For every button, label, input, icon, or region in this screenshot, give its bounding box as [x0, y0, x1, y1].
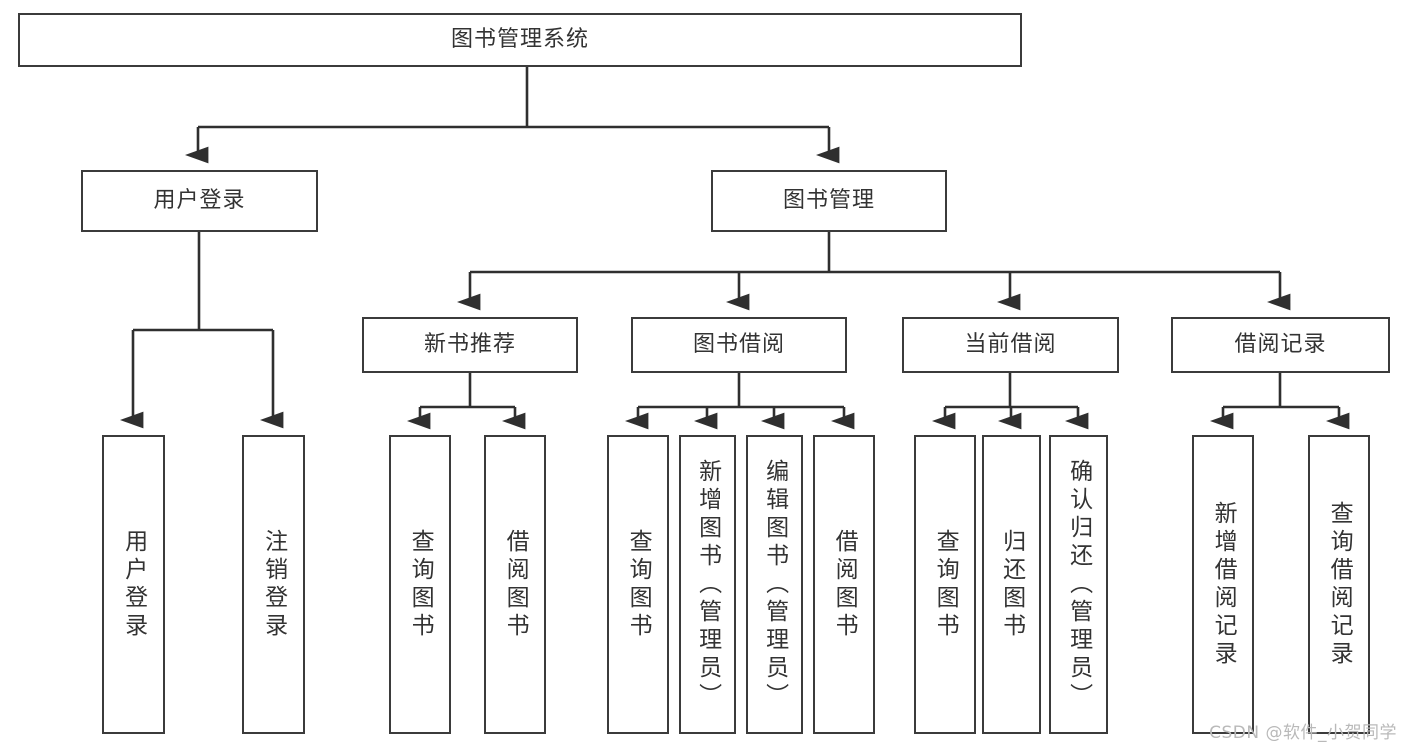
leaf-user-login-label: 用户登录: [120, 528, 147, 641]
node-book-manage[interactable]: 图书管理: [711, 170, 947, 232]
leaf-edit-book[interactable]: 编辑图书（管理员）: [746, 435, 803, 734]
node-borrow-record[interactable]: 借阅记录: [1171, 317, 1390, 373]
leaf-query-record-label: 查询借阅记录: [1326, 500, 1353, 669]
leaf-edit-book-label: 编辑图书（管理员）: [761, 458, 788, 711]
leaf-return-book-label: 归还图书: [998, 528, 1025, 641]
leaf-query-book-1-label: 查询图书: [407, 528, 434, 641]
leaf-user-logout[interactable]: 注销登录: [242, 435, 305, 734]
leaf-query-book-2[interactable]: 查询图书: [607, 435, 669, 734]
leaf-borrow-book-1[interactable]: 借阅图书: [484, 435, 546, 734]
leaf-query-book-3-label: 查询图书: [932, 528, 959, 641]
leaf-confirm-return[interactable]: 确认归还（管理员）: [1049, 435, 1108, 734]
node-root[interactable]: 图书管理系统: [18, 13, 1022, 67]
leaf-return-book[interactable]: 归还图书: [982, 435, 1041, 734]
leaf-query-book-3[interactable]: 查询图书: [914, 435, 976, 734]
leaf-add-record[interactable]: 新增借阅记录: [1192, 435, 1254, 734]
leaf-add-record-label: 新增借阅记录: [1210, 500, 1237, 669]
csdn-watermark: CSDN @软件_小贺同学: [1209, 723, 1397, 743]
node-borrow-record-label: 借阅记录: [1234, 331, 1327, 357]
leaf-query-record[interactable]: 查询借阅记录: [1308, 435, 1370, 734]
leaf-query-book-2-label: 查询图书: [625, 528, 652, 641]
leaf-query-book-1[interactable]: 查询图书: [389, 435, 451, 734]
leaf-borrow-book-2-label: 借阅图书: [831, 528, 858, 641]
node-book-borrow-label: 图书借阅: [692, 331, 785, 357]
node-book-borrow[interactable]: 图书借阅: [631, 317, 847, 373]
leaf-add-book-label: 新增图书（管理员）: [694, 458, 721, 711]
node-book-manage-label: 图书管理: [782, 187, 875, 213]
leaf-borrow-book-2[interactable]: 借阅图书: [813, 435, 875, 734]
node-current-borrow-label: 当前借阅: [964, 331, 1057, 357]
leaf-confirm-return-label: 确认归还（管理员）: [1065, 458, 1092, 711]
leaf-add-book[interactable]: 新增图书（管理员）: [679, 435, 736, 734]
node-user-login-label: 用户登录: [153, 187, 246, 213]
leaf-user-logout-label: 注销登录: [260, 528, 287, 641]
node-user-login[interactable]: 用户登录: [81, 170, 318, 232]
node-current-borrow[interactable]: 当前借阅: [902, 317, 1119, 373]
leaf-user-login[interactable]: 用户登录: [102, 435, 165, 734]
leaf-borrow-book-1-label: 借阅图书: [502, 528, 529, 641]
node-new-book-rec[interactable]: 新书推荐: [362, 317, 578, 373]
node-new-book-rec-label: 新书推荐: [423, 331, 516, 357]
node-root-label: 图书管理系统: [450, 26, 589, 52]
